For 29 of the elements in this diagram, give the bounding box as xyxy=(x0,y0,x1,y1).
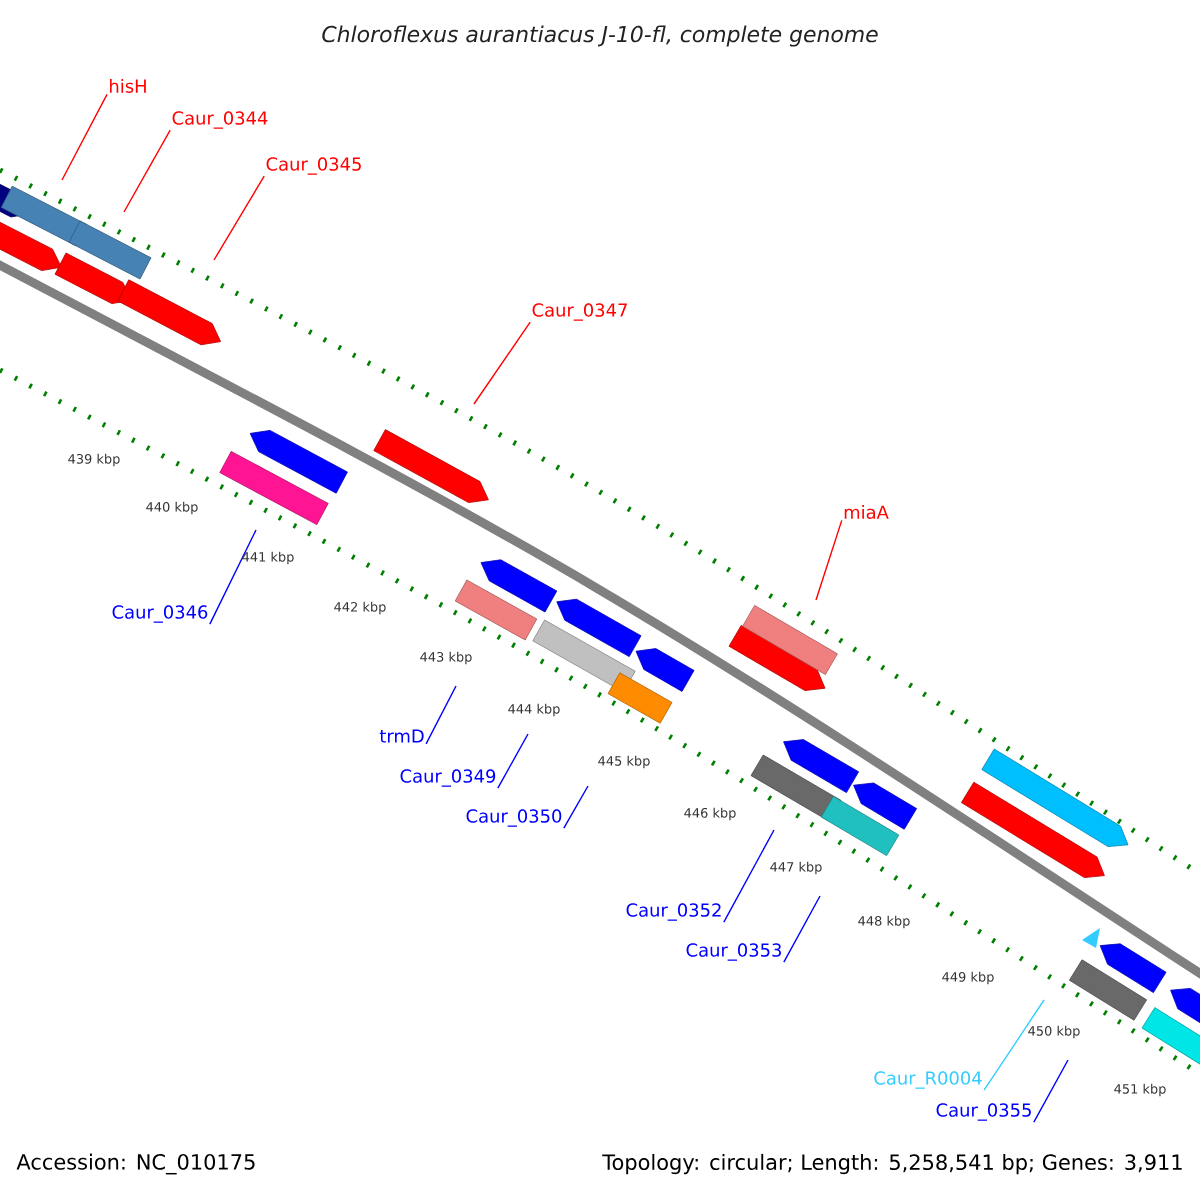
gene-label: Caur_0349 xyxy=(400,769,496,787)
gene-label: Caur_0352 xyxy=(626,903,721,921)
gene-label: trmD xyxy=(379,729,424,743)
leader-line xyxy=(815,519,843,601)
gene-label: Caur_0345 xyxy=(266,157,361,175)
leader-line xyxy=(983,999,1045,1091)
gene-label: Caur_0353 xyxy=(686,943,781,961)
leader-line xyxy=(425,685,457,745)
gene-label: miaA xyxy=(844,505,889,519)
leader-line xyxy=(783,895,821,963)
gene-label: Caur_R0004 xyxy=(874,1071,982,1089)
topology-text: Topology: circular; Length: 5,258,541 bp; Genes: 3,911 xyxy=(602,1153,1182,1175)
leader-line xyxy=(473,321,531,405)
gene-label: Caur_0346 xyxy=(112,605,208,623)
leader-line xyxy=(1033,1059,1069,1123)
gene-label: hisH xyxy=(110,79,146,93)
leader-line xyxy=(563,785,589,829)
leader-line xyxy=(213,175,265,261)
leader-line xyxy=(209,529,257,625)
title: Chloroflexus aurantiacus J-10-fl, complete genome xyxy=(322,25,878,47)
leader-line xyxy=(61,93,108,181)
leader-line xyxy=(497,733,529,789)
gene-label: Caur_0344 xyxy=(172,111,268,129)
accession-text: Accession: NC_010175 xyxy=(16,1153,255,1175)
gene-label: Caur_0355 xyxy=(936,1103,1031,1121)
gene-label: Caur_0350 xyxy=(466,809,562,827)
gene-label: Caur_0347 xyxy=(532,303,627,321)
leader-line xyxy=(723,829,775,923)
leader-line xyxy=(123,129,171,213)
